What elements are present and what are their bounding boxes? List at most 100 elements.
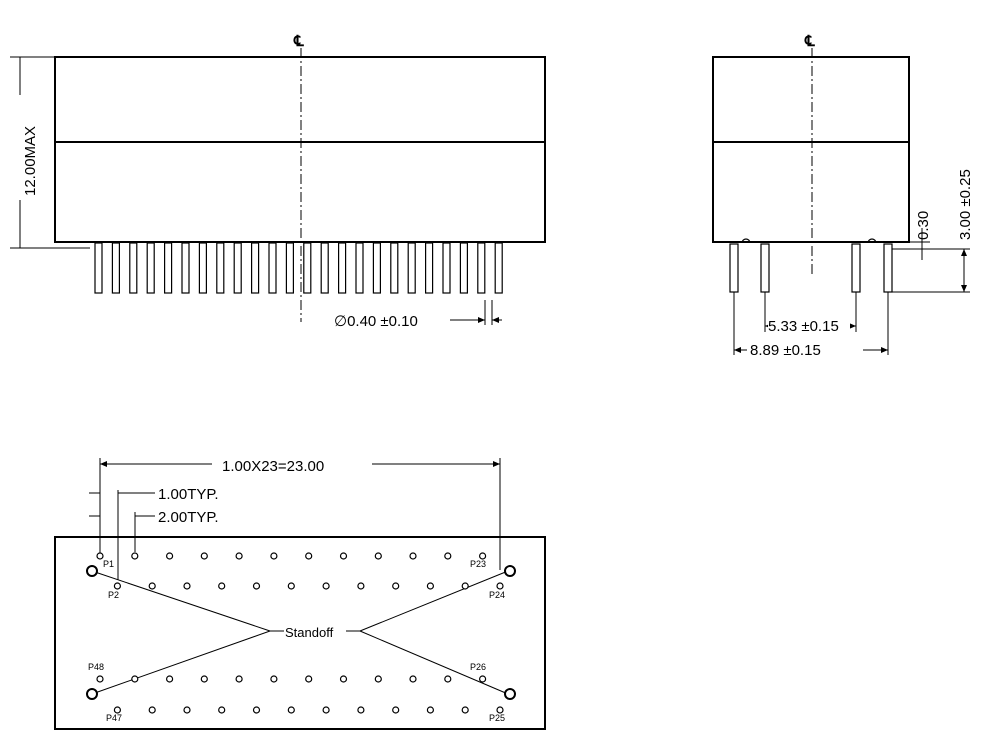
front-pin	[303, 242, 312, 294]
footprint-outline	[54, 536, 546, 730]
pin-dia-arrow-left	[478, 317, 485, 323]
pin-hole	[426, 706, 434, 714]
pin-hole	[166, 552, 174, 560]
standoff-hole-tr	[504, 565, 516, 577]
side-standoff-left	[741, 238, 751, 244]
pin-length-arrow-top	[961, 249, 967, 256]
standoff-label: Standoff	[285, 625, 334, 640]
front-pin	[181, 242, 190, 294]
side-view: ℄ 0.30 3.00 ±0.25 5.33 ±0.15	[712, 32, 974, 359]
pin-hole	[287, 582, 295, 590]
pin-label-p1: P1	[103, 559, 114, 569]
standoff-hole-bl	[86, 688, 98, 700]
pin-hole	[113, 582, 122, 590]
pin-hole	[270, 675, 278, 683]
pin-length-dim-text: 3.00 ±0.25	[957, 169, 974, 240]
front-pin	[94, 242, 103, 294]
pin-hole	[305, 552, 313, 560]
front-pin	[251, 242, 260, 294]
pin-hole	[200, 552, 208, 560]
standoff-hole-br	[504, 688, 516, 700]
pin-hole	[392, 582, 400, 590]
pin-hole	[113, 706, 122, 714]
pitch-dim-text: 1.00TYP.	[158, 486, 219, 503]
pin-label-p47: P47	[106, 713, 122, 723]
pin-hole	[235, 675, 243, 683]
inner-pitch-gap	[768, 316, 850, 334]
span-arrow-right	[493, 461, 500, 467]
outer-pitch-arrow-right	[881, 347, 888, 353]
standoff-leader-tr	[359, 570, 509, 632]
front-body	[54, 56, 546, 243]
front-pin	[355, 242, 364, 294]
pin-label-p26: P26	[470, 662, 486, 672]
pin-hole	[479, 675, 487, 683]
pin-hole	[148, 706, 156, 714]
front-pin	[477, 242, 486, 294]
side-standoff-right	[867, 238, 877, 244]
front-pin	[111, 242, 121, 294]
pin-hole	[218, 582, 226, 590]
pin-hole	[96, 675, 104, 683]
side-pin-2	[760, 243, 770, 293]
pin-hole	[131, 675, 139, 683]
front-pin	[372, 242, 381, 294]
front-pins	[94, 242, 503, 294]
pin-hole	[183, 582, 191, 590]
side-pin-4	[883, 243, 893, 293]
pin-hole	[148, 582, 156, 590]
pin-hole	[339, 675, 348, 683]
side-pin-3	[851, 243, 861, 293]
front-pin	[164, 242, 173, 294]
pin-hole	[392, 706, 400, 714]
pin-label-p24: P24	[489, 590, 505, 600]
pin-hole	[357, 706, 365, 714]
front-pin	[338, 242, 347, 294]
inner-pitch-text: 5.33 ±0.15	[768, 318, 839, 335]
standoff-leader-bl	[91, 630, 271, 695]
front-pin	[459, 242, 468, 294]
standoff-hole-tl	[86, 565, 98, 577]
side-pin-1	[729, 243, 739, 293]
front-pin	[425, 242, 434, 294]
pin-hole	[496, 706, 504, 714]
span-arrow-left	[100, 461, 107, 467]
pin-hole	[444, 675, 452, 683]
front-pin	[285, 242, 294, 294]
front-pin	[442, 242, 451, 294]
front-pin	[494, 242, 503, 294]
standoff-dim-text: 0.30	[915, 211, 932, 240]
pin-hole	[287, 706, 295, 714]
pin-hole	[426, 582, 434, 590]
outer-pitch-gap	[747, 340, 863, 358]
pin-hole	[235, 552, 243, 560]
pin-dia-text: ∅0.40 ±0.10	[334, 313, 418, 330]
pin-hole	[322, 582, 330, 590]
pin-hole	[96, 552, 104, 560]
front-pin	[320, 242, 329, 294]
pin-hole	[270, 552, 278, 560]
outer-pitch-text: 8.89 ±0.15	[750, 342, 821, 359]
pin-hole	[252, 582, 261, 590]
pin-hole	[200, 675, 208, 683]
pin-hole	[461, 582, 469, 590]
pin-hole	[444, 552, 452, 560]
height-dim-gap	[12, 95, 30, 200]
standoff-leader-tl	[91, 570, 271, 632]
span-dim-text: 1.00X23=23.00	[222, 458, 324, 475]
pin-hole	[339, 552, 348, 560]
front-view: ℄ 12.00MAX ∅0.40 ±0.10	[10, 32, 546, 330]
side-body	[712, 56, 910, 243]
pin-hole	[218, 706, 226, 714]
pin-hole	[409, 675, 417, 683]
pin-hole	[461, 706, 469, 714]
pin-hole	[374, 552, 382, 560]
pin-hole	[409, 552, 417, 560]
height-dim-text: 12.00MAX	[22, 126, 39, 196]
footprint-pin-holes	[96, 552, 504, 714]
pin-label-p2: P2	[108, 590, 119, 600]
front-centerline-symbol: ℄	[293, 32, 304, 50]
pin-hole	[374, 675, 382, 683]
pin-hole	[322, 706, 330, 714]
